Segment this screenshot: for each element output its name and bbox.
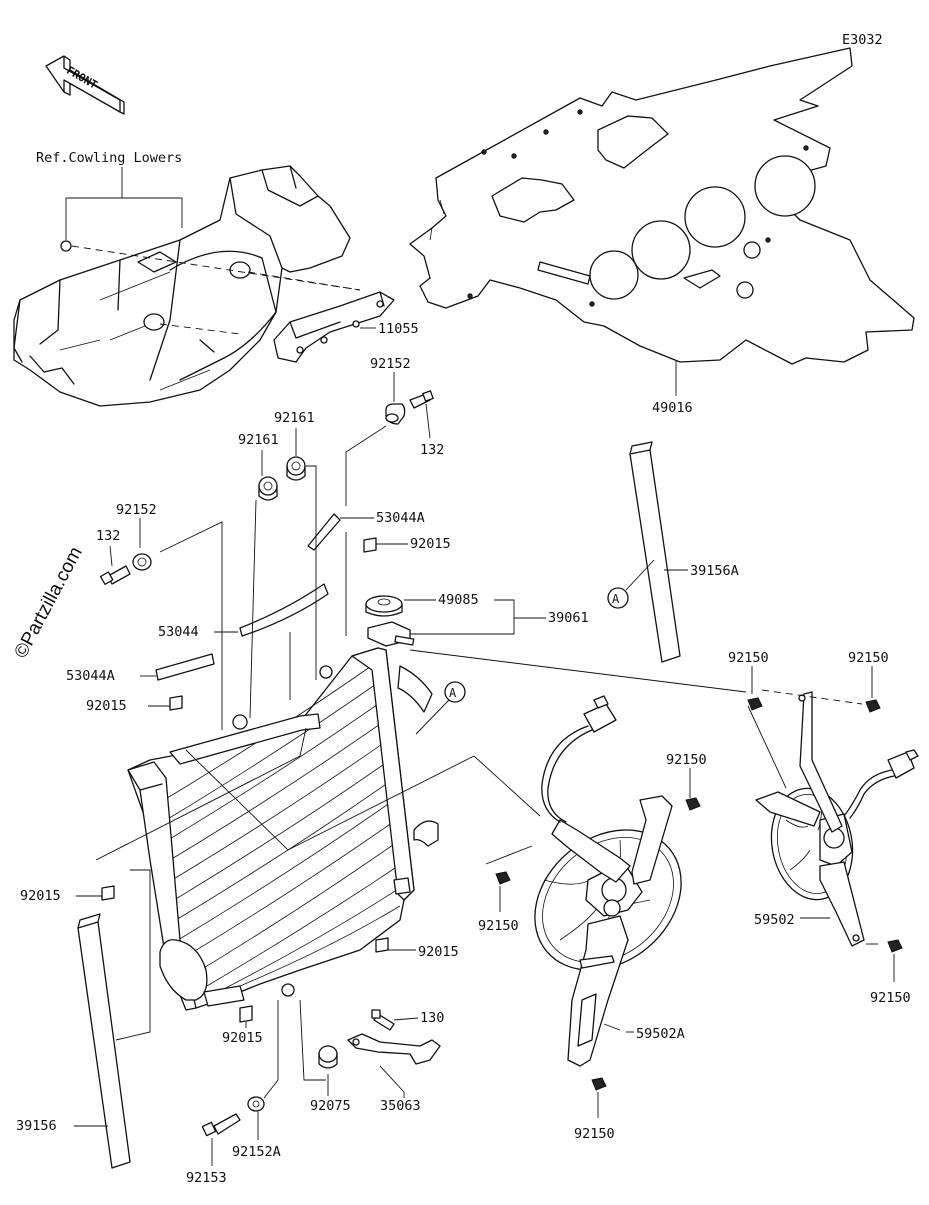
radiator-cap-49085 — [365, 595, 403, 617]
watermark: ©Partzilla.com — [11, 544, 87, 662]
callout-a-strip: A — [607, 559, 655, 609]
part-92152-top: 92152 — [370, 356, 411, 372]
nut-92150-r3 — [887, 939, 903, 953]
bolt-132-top — [409, 390, 434, 409]
strip-39156 — [77, 913, 131, 1169]
stay-35063 — [347, 1033, 441, 1065]
part-92152A: 92152A — [232, 1144, 281, 1160]
diagram-code: E3032 — [842, 32, 883, 48]
part-49016: 49016 — [652, 400, 693, 416]
part-92150-r2: 92150 — [848, 650, 889, 666]
grommet-92075 — [318, 1045, 338, 1069]
part-92161-a: 92161 — [274, 410, 315, 426]
filler-neck-39061 — [367, 621, 415, 647]
callout-a-radiator: A — [415, 681, 466, 735]
part-92015-rad: 92015 — [418, 944, 459, 960]
washer-92152A — [247, 1096, 265, 1112]
part-39156A: 39156A — [690, 563, 739, 579]
bolt-92153 — [201, 1113, 241, 1137]
part-53044A-top: 53044A — [376, 510, 425, 526]
svg-text:A: A — [612, 592, 620, 606]
part-92015-bot: 92015 — [222, 1030, 263, 1046]
cowling-reference-leader — [65, 167, 183, 240]
clip-92015-low — [101, 885, 115, 901]
part-39156: 39156 — [16, 1118, 57, 1134]
grommet-92161-a — [286, 456, 306, 481]
part-35063: 35063 — [380, 1098, 421, 1114]
clip-92015-bot — [239, 1005, 253, 1023]
svg-text:A: A — [449, 686, 457, 700]
hose-53044A-top — [307, 513, 341, 551]
cowling-dash-leaders — [71, 245, 361, 335]
bracket-11055 — [273, 291, 395, 363]
part-92015-top: 92015 — [410, 536, 451, 552]
part-92150-r1: 92150 — [728, 650, 769, 666]
part-92161-b: 92161 — [238, 432, 279, 448]
ref-cowling-label: Ref.Cowling Lowers — [36, 150, 182, 166]
part-92150-bot: 92150 — [574, 1126, 615, 1142]
clip-92015-rad — [375, 937, 389, 953]
bolt-132-left — [99, 565, 131, 585]
part-49085: 49085 — [438, 592, 479, 608]
part-92075: 92075 — [310, 1098, 351, 1114]
part-132-top: 132 — [420, 442, 444, 458]
nut-92150-r1 — [747, 697, 763, 711]
nut-92150-fan — [495, 871, 511, 885]
strip-39156A — [629, 441, 681, 663]
part-92150-mid: 92150 — [666, 752, 707, 768]
grommet-92161-b — [258, 476, 278, 501]
part-11055: 11055 — [378, 321, 419, 337]
clip-92015-left — [169, 695, 183, 711]
part-92015-left: 92015 — [86, 698, 127, 714]
bolt-130 — [371, 1009, 395, 1031]
front-arrow: FRONT — [45, 55, 125, 115]
cowling-inner-panel — [13, 165, 351, 407]
hose-53044 — [239, 583, 329, 637]
part-92153: 92153 — [186, 1170, 227, 1186]
part-92150-fan: 92150 — [478, 918, 519, 934]
nut-92150-bot — [591, 1077, 607, 1091]
part-53044A-left: 53044A — [66, 668, 115, 684]
part-92015-low: 92015 — [20, 888, 61, 904]
part-130: 130 — [420, 1010, 444, 1026]
heat-insulator-49016 — [409, 47, 915, 365]
nut-92150-mid — [685, 797, 701, 811]
part-92150-r3: 92150 — [870, 990, 911, 1006]
radiator-core — [127, 647, 439, 1011]
part-59502: 59502 — [754, 912, 795, 928]
hose-53044A-left — [155, 653, 215, 681]
clip-92015-top — [363, 537, 377, 553]
nut-92150-r2 — [865, 699, 881, 713]
washer-92152-left — [132, 553, 152, 571]
part-59502A: 59502A — [636, 1026, 685, 1042]
washer-92152-top — [385, 403, 406, 425]
part-132-left: 132 — [96, 528, 120, 544]
part-92152-left: 92152 — [116, 502, 157, 518]
part-53044: 53044 — [158, 624, 199, 640]
part-39061: 39061 — [548, 610, 589, 626]
fan-59502 — [755, 691, 919, 947]
fan-59502A — [534, 695, 682, 1067]
